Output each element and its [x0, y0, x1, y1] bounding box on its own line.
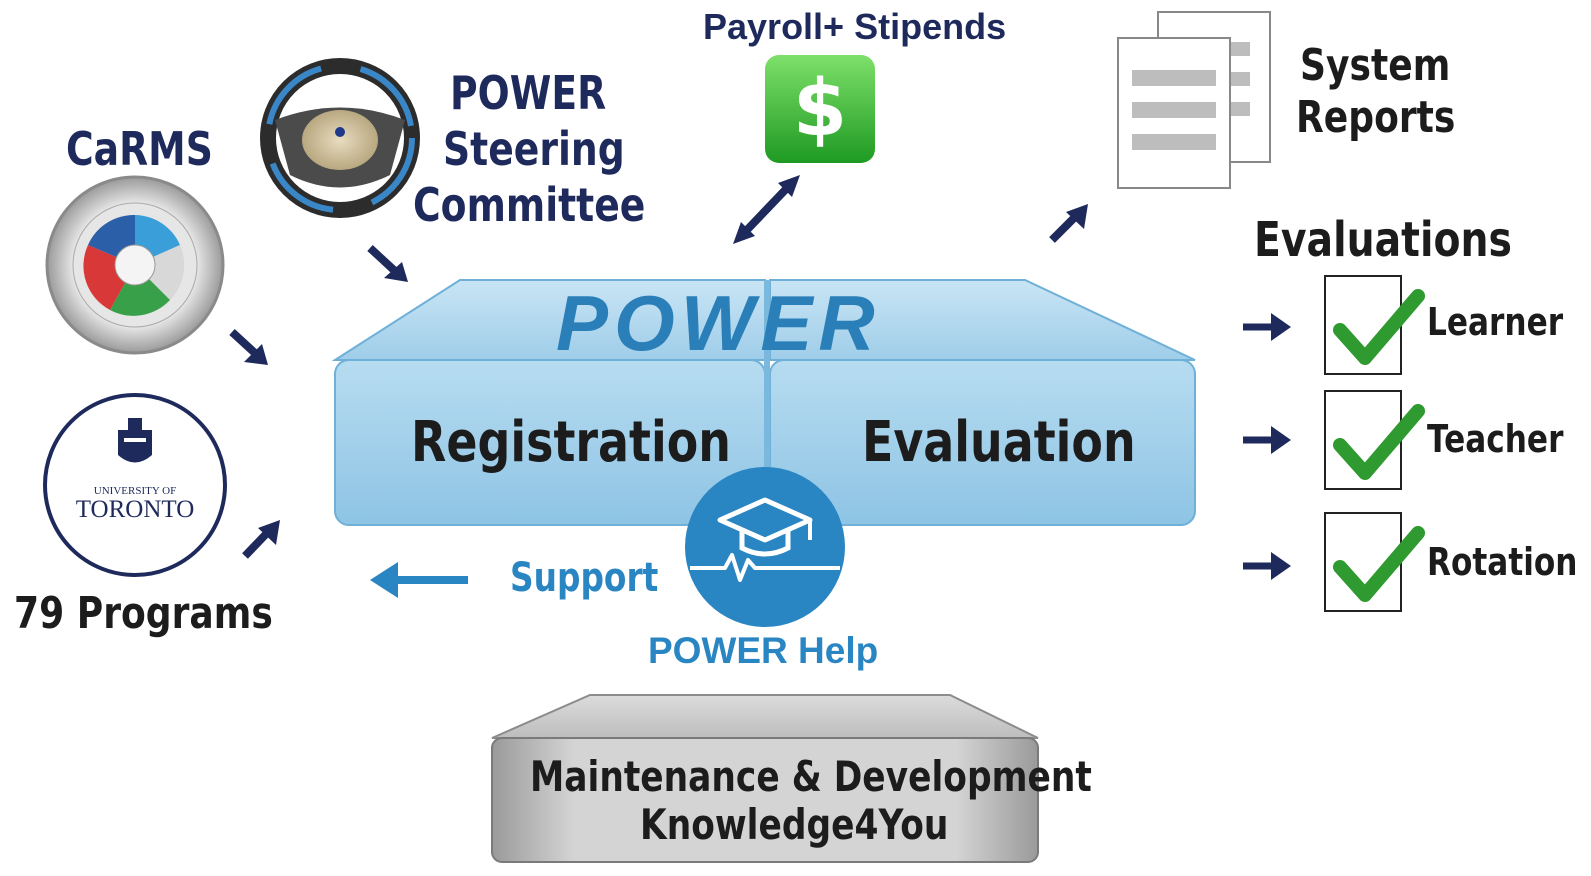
steering-line2: Steering: [443, 122, 625, 176]
evaluations-title: Evaluations: [1254, 212, 1512, 268]
eval-rotation-arrow: [1243, 552, 1291, 580]
power-block-left: [331, 279, 766, 526]
steering-line3: Committee: [413, 178, 646, 232]
eval-learner-arrow: [1243, 313, 1291, 341]
maintenance-line1: Maintenance & Development: [530, 752, 1092, 801]
evaluation-label: Evaluation: [862, 410, 1136, 475]
eval-teacher-arrow: [1243, 426, 1291, 454]
maintenance-block: [491, 694, 1039, 863]
support-label: Support: [510, 555, 659, 601]
uoft-arrow: [242, 520, 280, 559]
carms-wheel-icon: [45, 175, 225, 355]
eval-item-learner-label: Learner: [1427, 300, 1564, 344]
uoft-crest-icon: [43, 393, 227, 577]
payroll-label: Payroll+ Stipends: [703, 6, 1007, 47]
steering-wheel-icon: [260, 58, 420, 218]
power-help-label: POWER Help: [648, 630, 879, 671]
steering-line1: POWER: [450, 66, 607, 120]
power-logo-text: POWER: [556, 279, 881, 367]
eval-item-rotation-label: Rotation: [1427, 540, 1578, 584]
uoft-line1: UNIVERSITY OF: [93, 485, 177, 497]
teacher-checkbox-icon: [1324, 390, 1425, 490]
reports-title-line1: System: [1300, 40, 1451, 91]
payroll-double-arrow: [733, 175, 800, 244]
power-help-icon: [685, 467, 845, 627]
eval-item-teacher-label: Teacher: [1427, 417, 1564, 461]
registration-label: Registration: [411, 410, 731, 475]
uoft-line2: TORONTO: [75, 496, 195, 523]
carms-label: CaRMS: [66, 122, 213, 176]
reports-title-line2: Reports: [1296, 92, 1456, 143]
rotation-checkbox-icon: [1324, 512, 1425, 612]
maintenance-line2: Knowledge4You: [640, 800, 949, 849]
support-arrow: [370, 562, 468, 598]
carms-arrow: [229, 329, 268, 365]
reports-arrow: [1049, 204, 1088, 243]
learner-checkbox-icon: [1324, 275, 1425, 375]
dollar-icon: [765, 55, 875, 163]
steering-arrow: [367, 245, 408, 282]
power-block-right: [769, 279, 1196, 526]
programs-count-label: 79 Programs: [14, 588, 273, 639]
documents-icon: [1117, 11, 1271, 189]
dollar-sign-glyph: $: [792, 64, 848, 154]
